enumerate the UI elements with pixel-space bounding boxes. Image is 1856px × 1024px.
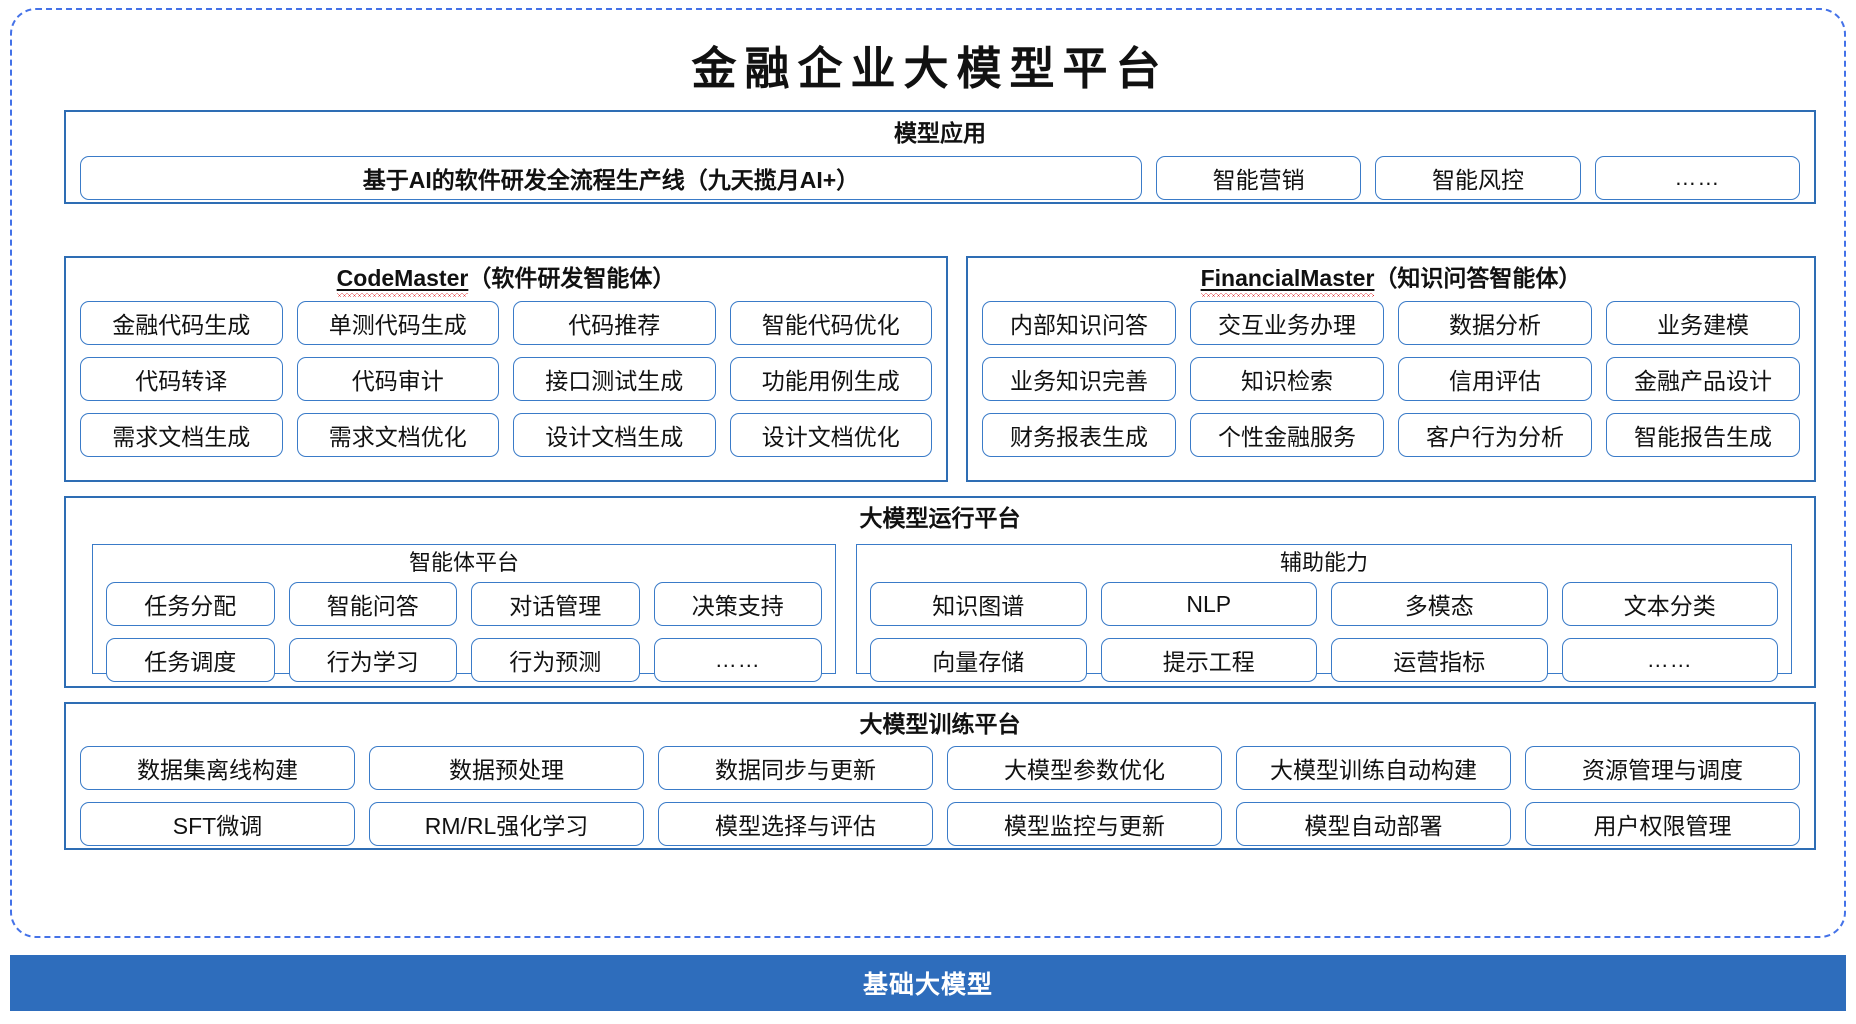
page-title: 金融企业大模型平台 xyxy=(691,42,1169,95)
chip-row: 业务知识完善 知识检索 信用评估 金融产品设计 xyxy=(982,357,1800,401)
chip-row: 需求文档生成 需求文档优化 设计文档生成 设计文档优化 xyxy=(80,413,932,457)
chip-data-analysis[interactable]: 数据分析 xyxy=(1398,301,1592,345)
auxiliary-capability-chip-grid: 知识图谱 NLP 多模态 文本分类 向量存储 提示工程 运营指标 …… xyxy=(870,582,1778,682)
chip-vector-storage[interactable]: 向量存储 xyxy=(870,638,1087,682)
chip-model-auto-deployment[interactable]: 模型自动部署 xyxy=(1236,802,1511,846)
code-master-name: CodeMaster xyxy=(336,265,469,297)
chip-data-preprocessing[interactable]: 数据预处理 xyxy=(369,746,644,790)
chip-row: 任务分配 智能问答 对话管理 决策支持 xyxy=(106,582,822,626)
chip-code-transpilation[interactable]: 代码转译 xyxy=(80,357,283,401)
chip-model-application-more[interactable]: …… xyxy=(1594,156,1800,200)
model-application-chip-row: 基于AI的软件研发全流程生产线（九天揽月AI+） 智能营销 智能风控 …… xyxy=(80,156,1800,200)
chip-nlp[interactable]: NLP xyxy=(1100,582,1317,626)
platform-outer-frame: 金融企业大模型平台 模型应用 基于AI的软件研发全流程生产线（九天揽月AI+） … xyxy=(10,8,1846,938)
chip-interactive-business-handling[interactable]: 交互业务办理 xyxy=(1190,301,1384,345)
chip-functional-case-generation[interactable]: 功能用例生成 xyxy=(729,357,932,401)
financial-master-chip-grid: 内部知识问答 交互业务办理 数据分析 业务建模 业务知识完善 知识检索 信用评估… xyxy=(982,301,1800,457)
chip-task-scheduling[interactable]: 任务调度 xyxy=(106,638,275,682)
chip-financial-product-design[interactable]: 金融产品设计 xyxy=(1606,357,1800,401)
chip-model-selection-and-evaluation[interactable]: 模型选择与评估 xyxy=(658,802,933,846)
subsection-title-auxiliary-capability: 辅助能力 xyxy=(1279,550,1368,575)
section-training-platform: 大模型训练平台 数据集离线构建 数据预处理 数据同步与更新 大模型参数优化 大模… xyxy=(64,702,1816,850)
chip-knowledge-retrieval[interactable]: 知识检索 xyxy=(1190,357,1384,401)
chip-model-parameter-optimization[interactable]: 大模型参数优化 xyxy=(947,746,1222,790)
chip-interface-test-generation[interactable]: 接口测试生成 xyxy=(513,357,716,401)
chip-task-allocation[interactable]: 任务分配 xyxy=(106,582,275,626)
section-code-master: CodeMaster（软件研发智能体） 金融代码生成 单测代码生成 代码推荐 智… xyxy=(64,256,948,482)
training-platform-chip-grid: 数据集离线构建 数据预处理 数据同步与更新 大模型参数优化 大模型训练自动构建 … xyxy=(80,746,1800,846)
chip-design-doc-generation[interactable]: 设计文档生成 xyxy=(513,413,716,457)
code-master-chip-grid: 金融代码生成 单测代码生成 代码推荐 智能代码优化 代码转译 代码审计 接口测试… xyxy=(80,301,932,457)
section-title-training-platform: 大模型训练平台 xyxy=(859,711,1021,737)
agent-platform-chip-grid: 任务分配 智能问答 对话管理 决策支持 任务调度 行为学习 行为预测 …… xyxy=(106,582,822,682)
chip-requirement-doc-optimization[interactable]: 需求文档优化 xyxy=(296,413,499,457)
chip-smart-report-generation[interactable]: 智能报告生成 xyxy=(1606,413,1800,457)
base-model-label: 基础大模型 xyxy=(862,971,993,999)
chip-row: 任务调度 行为学习 行为预测 …… xyxy=(106,638,822,682)
chip-smart-marketing[interactable]: 智能营销 xyxy=(1156,156,1362,200)
chip-user-permission-management[interactable]: 用户权限管理 xyxy=(1525,802,1800,846)
chip-auxiliary-capability-more[interactable]: …… xyxy=(1561,638,1778,682)
chip-design-doc-optimization[interactable]: 设计文档优化 xyxy=(729,413,932,457)
chip-model-monitoring-and-update[interactable]: 模型监控与更新 xyxy=(947,802,1222,846)
chip-decision-support[interactable]: 决策支持 xyxy=(653,582,822,626)
section-title-model-application: 模型应用 xyxy=(894,120,986,146)
chip-multimodal[interactable]: 多模态 xyxy=(1331,582,1548,626)
chip-smart-risk-control[interactable]: 智能风控 xyxy=(1375,156,1581,200)
financial-master-subtitle: （知识问答智能体） xyxy=(1374,265,1582,291)
chip-row: SFT微调 RM/RL强化学习 模型选择与评估 模型监控与更新 模型自动部署 用… xyxy=(80,802,1800,846)
base-model-bar: 基础大模型 xyxy=(10,955,1846,1011)
chip-behavior-prediction[interactable]: 行为预测 xyxy=(471,638,640,682)
chip-row: 金融代码生成 单测代码生成 代码推荐 智能代码优化 xyxy=(80,301,932,345)
chip-row: 向量存储 提示工程 运营指标 …… xyxy=(870,638,1778,682)
chip-rm-rl-reinforcement-learning[interactable]: RM/RL强化学习 xyxy=(369,802,644,846)
chip-financial-code-generation[interactable]: 金融代码生成 xyxy=(80,301,283,345)
chip-row: 数据集离线构建 数据预处理 数据同步与更新 大模型参数优化 大模型训练自动构建 … xyxy=(80,746,1800,790)
chip-smart-qa[interactable]: 智能问答 xyxy=(288,582,457,626)
subsection-title-agent-platform: 智能体平台 xyxy=(408,550,519,575)
chip-row: 财务报表生成 个性金融服务 客户行为分析 智能报告生成 xyxy=(982,413,1800,457)
chip-ai-software-rd-pipeline[interactable]: 基于AI的软件研发全流程生产线（九天揽月AI+） xyxy=(80,156,1142,200)
chip-business-knowledge-improvement[interactable]: 业务知识完善 xyxy=(982,357,1176,401)
section-title-runtime-platform: 大模型运行平台 xyxy=(859,505,1021,531)
chip-dataset-offline-construction[interactable]: 数据集离线构建 xyxy=(80,746,355,790)
chip-personalized-financial-service[interactable]: 个性金融服务 xyxy=(1190,413,1384,457)
chip-financial-statement-generation[interactable]: 财务报表生成 xyxy=(982,413,1176,457)
chip-training-auto-construction[interactable]: 大模型训练自动构建 xyxy=(1236,746,1511,790)
section-financial-master: FinancialMaster（知识问答智能体） 内部知识问答 交互业务办理 数… xyxy=(966,256,1816,482)
chip-text-classification[interactable]: 文本分类 xyxy=(1561,582,1778,626)
chip-credit-assessment[interactable]: 信用评估 xyxy=(1398,357,1592,401)
chip-sft-fine-tuning[interactable]: SFT微调 xyxy=(80,802,355,846)
chip-row: 知识图谱 NLP 多模态 文本分类 xyxy=(870,582,1778,626)
code-master-subtitle: （软件研发智能体） xyxy=(468,265,676,291)
subsection-auxiliary-capability: 辅助能力 知识图谱 NLP 多模态 文本分类 向量存储 提示工程 运营指标 …… xyxy=(856,544,1792,682)
chip-business-modeling[interactable]: 业务建模 xyxy=(1606,301,1800,345)
chip-agent-platform-more[interactable]: …… xyxy=(653,638,822,682)
chip-dialogue-management[interactable]: 对话管理 xyxy=(471,582,640,626)
section-runtime-platform: 大模型运行平台 智能体平台 任务分配 智能问答 对话管理 决策支持 任务调度 行… xyxy=(64,496,1816,688)
chip-resource-management-and-scheduling[interactable]: 资源管理与调度 xyxy=(1525,746,1800,790)
chip-prompt-engineering[interactable]: 提示工程 xyxy=(1100,638,1317,682)
chip-behavior-learning[interactable]: 行为学习 xyxy=(288,638,457,682)
chip-customer-behavior-analysis[interactable]: 客户行为分析 xyxy=(1398,413,1592,457)
chip-code-audit[interactable]: 代码审计 xyxy=(296,357,499,401)
chip-code-recommendation[interactable]: 代码推荐 xyxy=(513,301,716,345)
chip-requirement-doc-generation[interactable]: 需求文档生成 xyxy=(80,413,283,457)
chip-smart-code-optimization[interactable]: 智能代码优化 xyxy=(729,301,932,345)
chip-operation-metrics[interactable]: 运营指标 xyxy=(1331,638,1548,682)
chip-knowledge-graph[interactable]: 知识图谱 xyxy=(870,582,1087,626)
chip-internal-knowledge-qa[interactable]: 内部知识问答 xyxy=(982,301,1176,345)
section-model-application: 模型应用 基于AI的软件研发全流程生产线（九天揽月AI+） 智能营销 智能风控 … xyxy=(64,110,1816,204)
section-title-code-master: CodeMaster（软件研发智能体） xyxy=(80,265,932,297)
subsection-agent-platform: 智能体平台 任务分配 智能问答 对话管理 决策支持 任务调度 行为学习 行为预测… xyxy=(92,544,836,682)
chip-unit-test-code-generation[interactable]: 单测代码生成 xyxy=(296,301,499,345)
financial-master-name: FinancialMaster xyxy=(1200,265,1375,297)
chip-data-sync-and-update[interactable]: 数据同步与更新 xyxy=(658,746,933,790)
section-title-financial-master: FinancialMaster（知识问答智能体） xyxy=(982,265,1800,297)
chip-row: 内部知识问答 交互业务办理 数据分析 业务建模 xyxy=(982,301,1800,345)
chip-row: 代码转译 代码审计 接口测试生成 功能用例生成 xyxy=(80,357,932,401)
